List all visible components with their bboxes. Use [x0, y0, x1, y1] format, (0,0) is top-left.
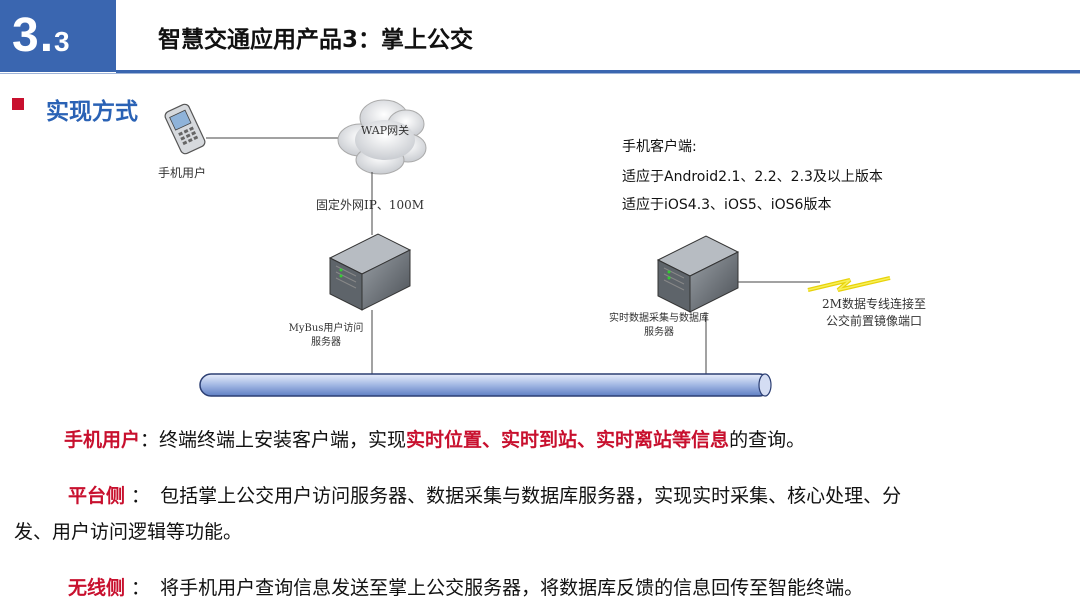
- mobile-phone-icon: [164, 103, 206, 155]
- cloud-icon: [337, 99, 427, 175]
- wireless-term: 无线侧: [68, 577, 126, 599]
- dedicated-line-label: 2M数据专线连接至 公交前置镜像端口: [822, 297, 926, 328]
- client-info-android: 适应于Android2.1、2.2、2.3及以上版本: [622, 169, 883, 185]
- data-server-icon: [656, 235, 740, 313]
- wireless-description: 无线侧 ：将手机用户查询信息发送至掌上公交服务器，将数据库反馈的信息回传至智能终…: [68, 577, 864, 599]
- section-number-box: 3.3: [0, 0, 116, 72]
- mobile-user-highlight: 实时位置、实时到站、实时离站等信息: [406, 429, 730, 451]
- header-bar: [0, 0, 1080, 72]
- platform-term: 平台侧: [68, 485, 126, 507]
- platform-description-line1: 平台侧 ：包括掌上公交用户访问服务器、数据采集与数据库服务器，实现实时采集、核心…: [68, 485, 902, 507]
- client-info-title: 手机客户端:: [622, 139, 697, 155]
- page-title: 智慧交通应用产品3：掌上公交: [158, 27, 474, 53]
- data-server-label: 实时数据采集与数据库 服务器: [609, 313, 709, 338]
- platform-description-line2: 发、用户访问逻辑等功能。: [14, 521, 243, 543]
- section-bullet-icon: [12, 98, 24, 110]
- mybus-server-icon: [328, 233, 412, 311]
- network-bus-pipe: [199, 373, 772, 397]
- header-divider: [116, 70, 1080, 73]
- network-spec-label: 固定外网IP、100M: [316, 198, 425, 212]
- cloud-label: WAP网关: [361, 124, 410, 137]
- header-divider-thin: [0, 73, 1080, 74]
- mybus-server-label: MyBus用户访问 服务器: [288, 323, 364, 348]
- section-title: 实现方式: [46, 99, 138, 125]
- mobile-user-description: 手机用户：终端终端上安装客户端，实现实时位置、实时到站、实时离站等信息的查询。: [64, 429, 806, 451]
- lightning-icon: [807, 276, 891, 292]
- section-number: 3.3: [12, 9, 71, 62]
- network-diagram: [164, 99, 891, 397]
- phone-user-label: 手机用户: [158, 166, 207, 180]
- mobile-user-term: 手机用户: [64, 429, 141, 451]
- client-info-ios: 适应于iOS4.3、iOS5、iOS6版本: [622, 197, 832, 213]
